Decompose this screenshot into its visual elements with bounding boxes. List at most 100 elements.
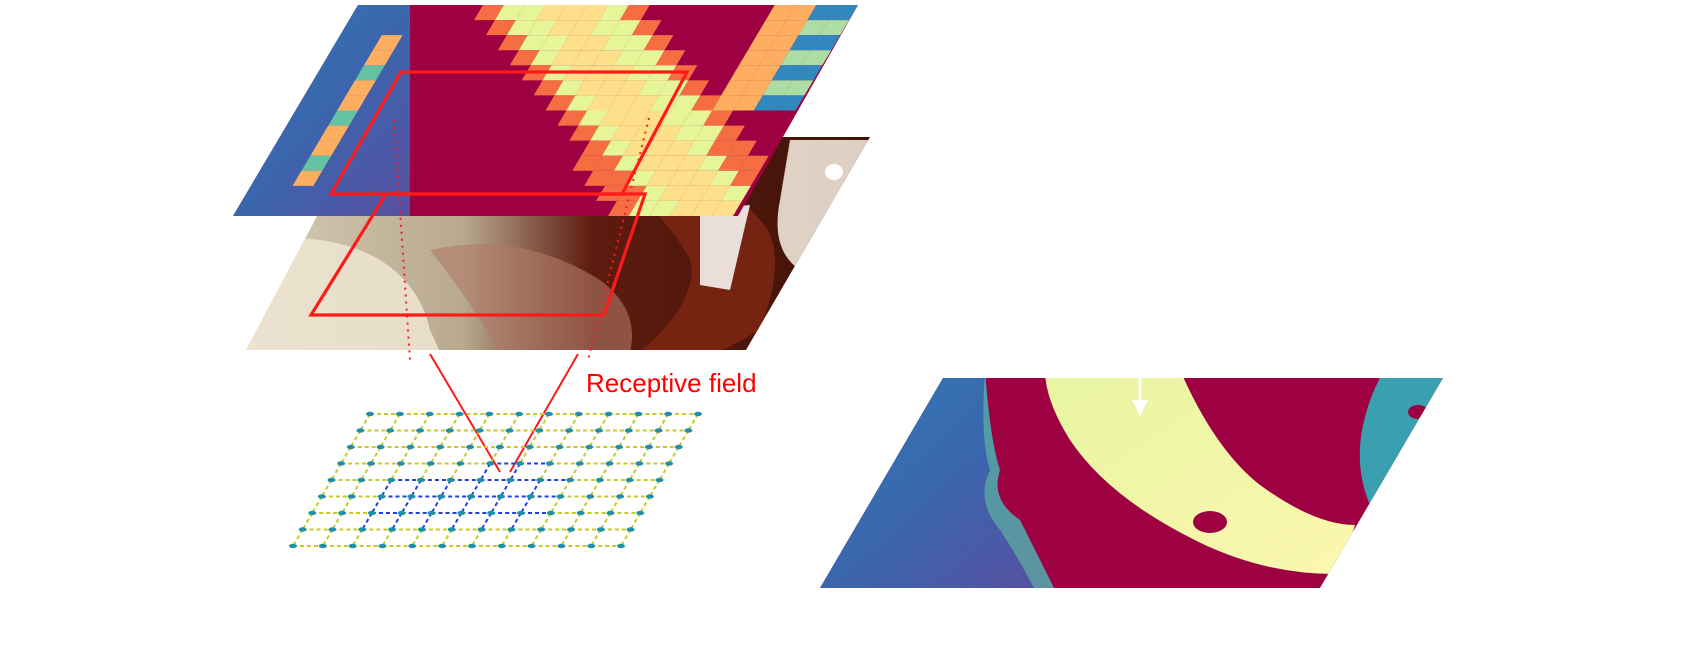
feature-cell xyxy=(679,185,710,201)
feature-cell xyxy=(697,155,728,171)
graph-edge xyxy=(351,528,364,547)
feature-cell xyxy=(572,50,603,66)
graph-node xyxy=(665,461,674,466)
feature-cell xyxy=(819,20,850,36)
feature-cell xyxy=(759,50,790,66)
graph-edge xyxy=(380,479,393,498)
graph-edge xyxy=(658,462,670,481)
graph-node xyxy=(557,543,566,549)
graph-node xyxy=(505,428,514,433)
feature-cell xyxy=(670,95,701,111)
graph-node xyxy=(367,510,376,516)
graph-node xyxy=(466,494,475,499)
feature-cell xyxy=(551,50,582,66)
graph-node xyxy=(455,411,464,417)
feature-cell xyxy=(646,170,677,186)
graph-edge xyxy=(311,495,323,514)
graph-edge xyxy=(361,512,373,531)
feature-cell xyxy=(539,35,570,51)
graph-edge xyxy=(648,429,660,448)
feature-cell xyxy=(593,50,623,66)
graph-edge xyxy=(379,429,392,448)
graph-node xyxy=(496,494,505,499)
graph-edge xyxy=(677,429,690,448)
graph-edge xyxy=(508,413,520,432)
graph-edge xyxy=(460,495,472,514)
feature-cell xyxy=(768,35,799,51)
feature-cell xyxy=(733,95,763,111)
feature-cell xyxy=(575,80,606,96)
graph-node xyxy=(645,494,654,499)
feature-cell xyxy=(593,155,623,171)
graph-edge xyxy=(420,462,432,481)
output-map-layer xyxy=(820,378,1443,588)
graph-edge xyxy=(520,495,532,514)
graph-node xyxy=(626,527,635,532)
graph-node xyxy=(417,527,426,532)
feature-cell xyxy=(569,125,600,141)
graph-edge xyxy=(628,462,641,481)
feature-cell xyxy=(363,50,394,66)
graph-edge xyxy=(301,512,314,531)
feature-cell xyxy=(596,80,626,96)
feature-cell xyxy=(545,95,576,111)
feature-cell xyxy=(789,35,820,51)
graph-edge xyxy=(588,429,600,448)
graph-node xyxy=(576,510,585,516)
feature-cell xyxy=(664,140,695,156)
graph-edge xyxy=(330,462,342,481)
feature-cell xyxy=(685,140,716,156)
feature-cell xyxy=(673,125,704,141)
graph-node xyxy=(525,444,534,450)
graph-edge xyxy=(430,495,443,514)
graph-edge xyxy=(619,479,631,498)
graph-edge xyxy=(539,462,551,481)
feature-cell xyxy=(771,65,802,81)
graph-node xyxy=(694,411,702,417)
feature-cell xyxy=(652,125,683,141)
graph-node xyxy=(625,477,634,483)
graph-edge xyxy=(469,429,481,448)
graph-edge xyxy=(500,528,513,547)
feature-cell xyxy=(628,200,659,216)
feature-cell xyxy=(688,170,719,186)
graph-node xyxy=(376,444,385,450)
graph-edge xyxy=(459,446,471,465)
graph-edge xyxy=(490,495,502,514)
feature-cell xyxy=(494,5,525,21)
graph-node xyxy=(408,543,417,549)
graph-node xyxy=(497,543,506,549)
feature-cell xyxy=(346,80,376,96)
feature-cell xyxy=(637,80,668,96)
feature-cell xyxy=(474,5,504,21)
graph-node xyxy=(615,444,624,450)
graph-edge xyxy=(649,479,661,498)
feature-cell xyxy=(599,110,629,126)
feature-cell xyxy=(721,185,751,201)
feature-cell xyxy=(703,110,733,126)
graph-node xyxy=(416,477,425,483)
graph-node xyxy=(636,510,645,516)
graph-node xyxy=(406,444,415,450)
feature-cell xyxy=(590,20,620,36)
graph-edge xyxy=(371,495,383,514)
graph-edge xyxy=(421,512,433,531)
graph-node xyxy=(386,428,395,433)
feature-cell xyxy=(530,50,561,66)
graph-node xyxy=(506,477,515,483)
graph-node xyxy=(378,543,387,549)
graph-edge xyxy=(510,512,522,531)
feature-cell xyxy=(628,95,659,111)
feature-cell xyxy=(762,80,793,96)
graph-edge xyxy=(578,446,591,465)
feature-cell xyxy=(810,35,841,51)
graph-edge xyxy=(609,495,621,514)
graph-node xyxy=(388,527,397,532)
graph-edge xyxy=(391,512,403,531)
graph-edge xyxy=(589,479,601,498)
graph-edge xyxy=(340,446,352,465)
feature-cell xyxy=(715,125,745,141)
feature-cell xyxy=(691,95,722,111)
feature-cell xyxy=(319,125,350,141)
graph-edge xyxy=(429,446,442,465)
